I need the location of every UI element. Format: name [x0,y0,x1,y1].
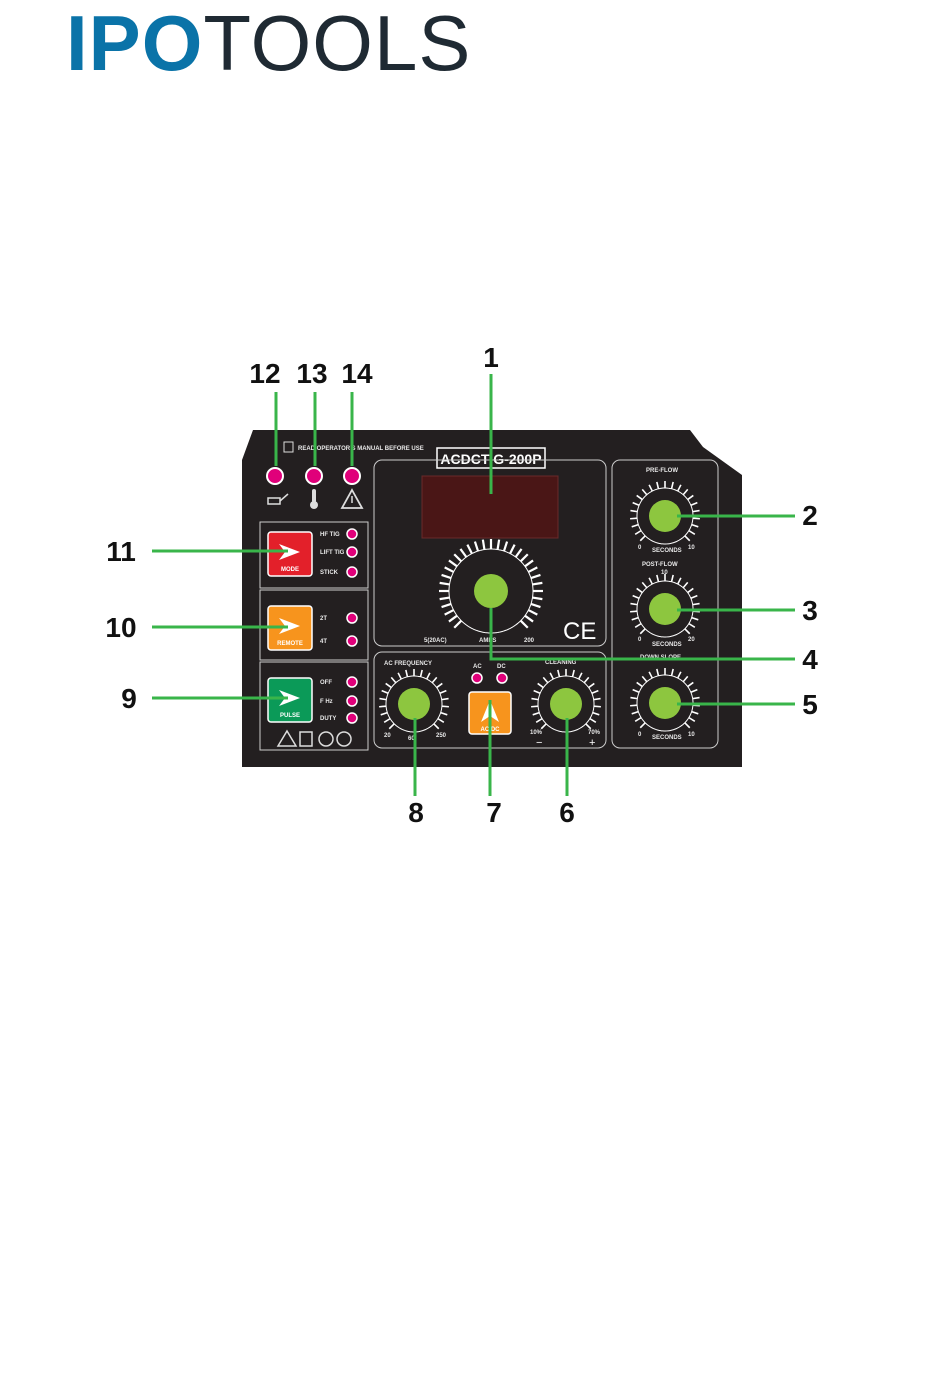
cleaning-max: 70% [588,730,601,736]
amps-min-label: 5(20AC) [424,638,447,644]
dial-tick [630,611,637,612]
led-stick [347,567,357,577]
dial-tick [594,706,601,707]
remote-option-2: 4T [320,639,327,645]
led-ac [472,673,482,683]
dial-tick [630,511,637,512]
callout-11: 11 [106,536,136,567]
ac-frequency-knob[interactable] [398,688,430,720]
ce-mark: CE [563,618,596,645]
dial-tick [693,698,700,699]
mode-option-1: HF TIG [320,532,340,538]
led-dc [497,673,507,683]
callout-2: 2 [802,500,818,531]
post-flow-max: 20 [688,637,695,643]
mode-option-2: LIFT TIG [320,550,345,556]
dial-tick [442,706,449,707]
callout-3: 3 [802,595,818,626]
pre-flow-max: 10 [688,545,695,551]
pre-flow-title: PRE-FLOW [646,468,678,474]
callout-4: 4 [802,644,818,675]
mode-button-label: MODE [281,567,299,573]
callout-9: 9 [121,683,137,714]
dial-tick [693,604,700,605]
cleaning-minus: − [536,737,542,749]
dial-tick [442,699,449,700]
dial-tick [594,699,601,700]
dial-tick [532,583,542,585]
dial-tick [498,540,500,550]
dial-tick [630,698,637,699]
callout-10: 10 [105,612,136,643]
down-slope-unit: SECONDS [652,735,682,741]
led-hf-tig [347,529,357,539]
dial-tick [630,705,637,706]
dial-tick [532,598,542,600]
pulse-option-1: OFF [320,680,332,686]
down-slope-knob[interactable] [649,687,681,719]
dial-tick [630,604,637,605]
ac-frequency-max: 250 [436,733,447,739]
led-warning [344,468,360,484]
post-flow-title: POST-FLOW [642,562,678,568]
callout-13: 13 [296,358,327,389]
dc-led-label: DC [497,664,506,670]
pulse-button-label: PULSE [280,713,300,719]
dial-tick [379,699,386,700]
callout-5: 5 [802,689,818,720]
cleaning-min: 10% [530,730,543,736]
dial-tick [531,706,538,707]
post-flow-unit: SECONDS [652,642,682,648]
dial-tick [379,706,386,707]
ac-led-label: AC [473,664,482,670]
led-lift-tig [347,547,357,557]
warning-text: READ OPERATOR'S MANUAL BEFORE USE [298,446,424,452]
amps-max-label: 200 [524,638,535,644]
led-pulse-duty [347,713,357,723]
pre-flow-knob[interactable] [649,500,681,532]
remote-option-1: 2T [320,616,327,622]
pulse-option-3: DUTY [320,716,336,722]
led-temperature [306,468,322,484]
down-slope-max: 10 [688,732,695,738]
callout-12: 12 [249,358,280,389]
mode-option-3: STICK [320,570,339,576]
callout-14: 14 [341,358,373,389]
dial-tick [440,583,450,585]
remote-button-label: REMOTE [277,641,303,647]
led-power [267,468,283,484]
cleaning-knob[interactable] [550,688,582,720]
led-4t [347,636,357,646]
ac-frequency-title: AC FREQUENCY [384,661,432,667]
dial-tick [483,540,485,550]
callout-1: 1 [483,342,499,373]
callout-7: 7 [486,797,502,828]
dial-tick [693,511,700,512]
amps-knob[interactable] [474,574,508,608]
pulse-option-2: F Hz [320,699,333,705]
cleaning-title: CLEANING [545,660,577,666]
callout-8: 8 [408,797,424,828]
dial-tick [440,598,450,600]
post-flow-knob[interactable] [649,593,681,625]
dial-tick [630,518,637,519]
led-pulse-freq [347,696,357,706]
led-2t [347,613,357,623]
amps-label: AMPS [479,638,496,644]
dial-tick [693,518,700,519]
dial-tick [531,699,538,700]
pre-flow-unit: SECONDS [652,548,682,554]
cleaning-plus: + [589,737,595,749]
ac-frequency-min: 20 [384,733,391,739]
led-pulse-off [347,677,357,687]
callout-6: 6 [559,797,575,828]
